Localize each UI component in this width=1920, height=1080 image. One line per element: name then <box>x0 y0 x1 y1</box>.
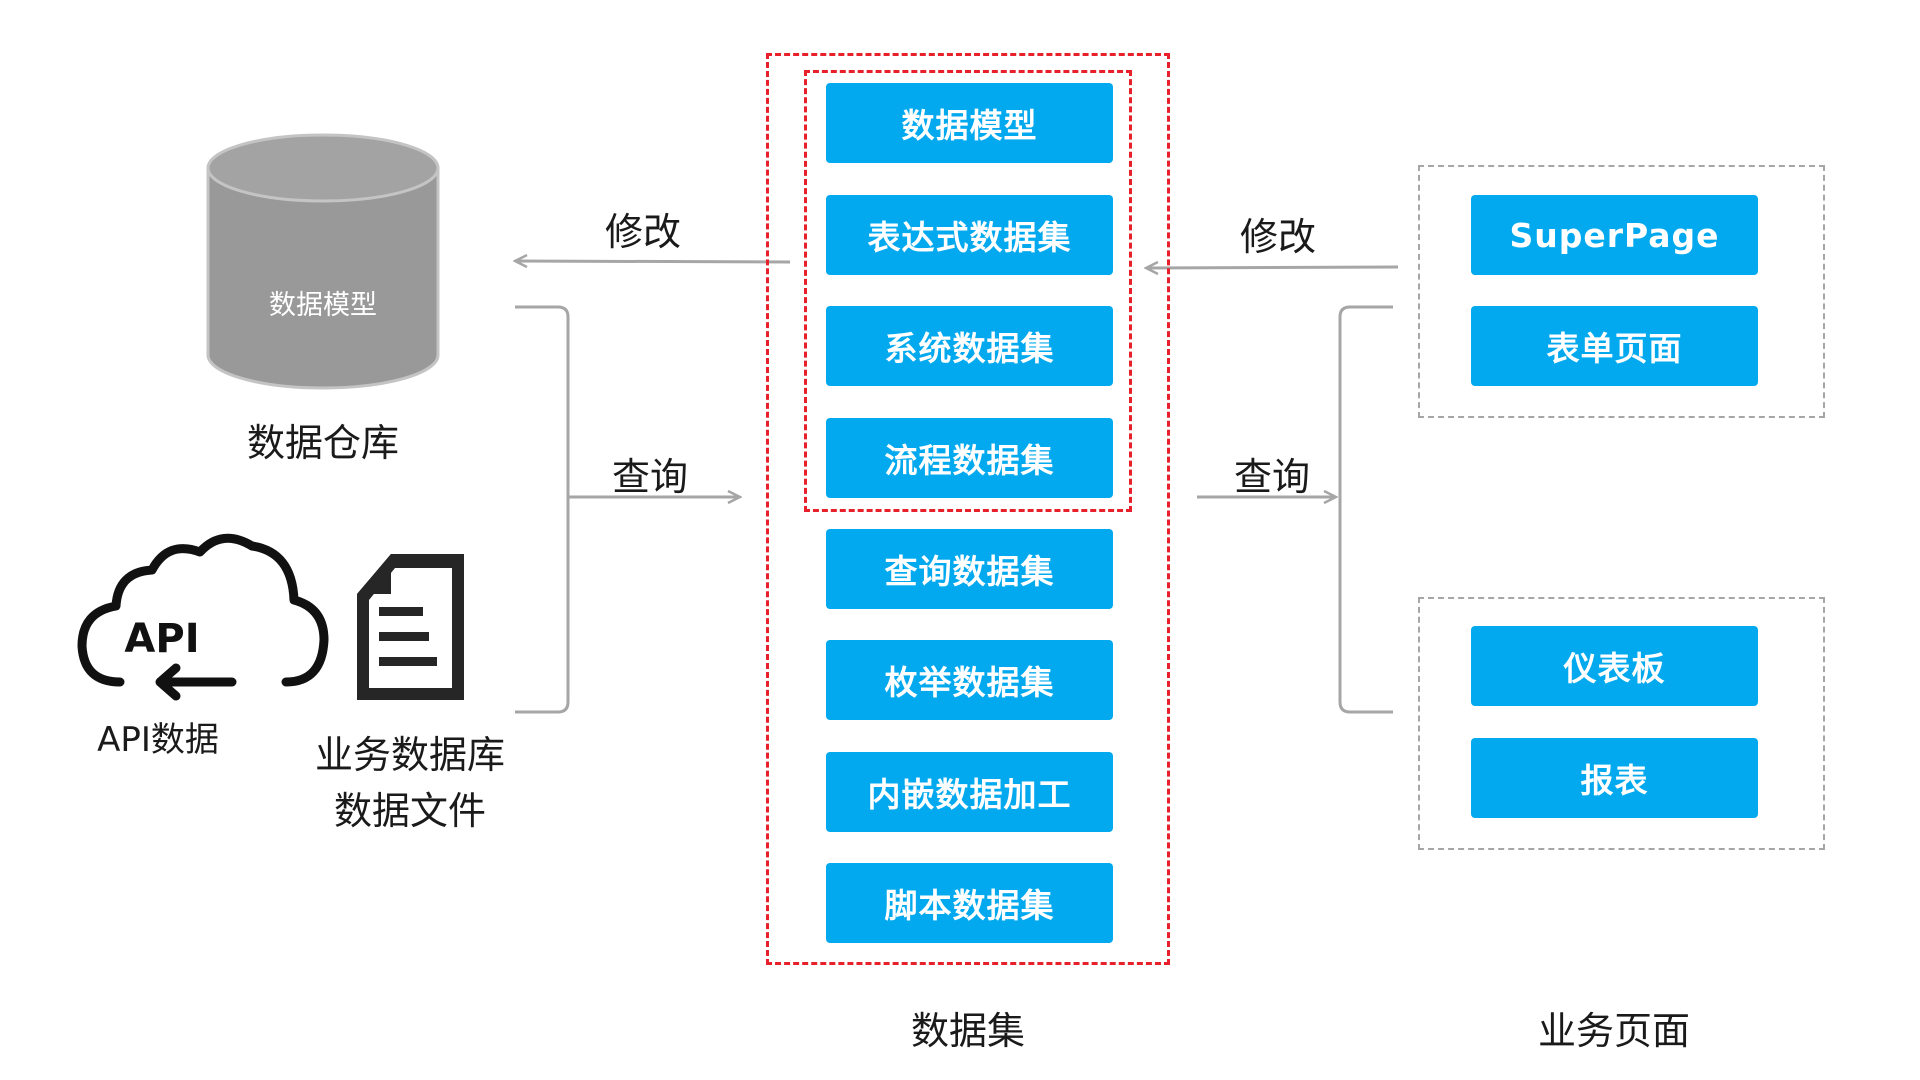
right-modify-arrow <box>1146 267 1399 268</box>
api-caption: API数据 <box>97 720 219 760</box>
dataset-data-model-button[interactable]: 数据模型 <box>826 83 1113 163</box>
dataset-expression-button[interactable]: 表达式数据集 <box>826 195 1113 275</box>
pages-top-frame <box>1418 165 1825 418</box>
dataset-process-button[interactable]: 流程数据集 <box>826 418 1113 498</box>
dataset-embedded-process-button[interactable]: 内嵌数据加工 <box>826 752 1113 832</box>
right-query-label: 查询 <box>1234 455 1311 499</box>
left-bracket <box>515 305 570 714</box>
page-dashboard-button[interactable]: 仪表板 <box>1471 626 1758 706</box>
pages-bottom-frame <box>1418 597 1825 850</box>
right-modify-label: 修改 <box>1240 215 1317 259</box>
left-modify-label: 修改 <box>605 210 682 254</box>
page-superpage-button[interactable]: SuperPage <box>1471 195 1758 275</box>
dataset-query-button[interactable]: 查询数据集 <box>826 529 1113 609</box>
dataset-enum-button[interactable]: 枚举数据集 <box>826 640 1113 720</box>
page-form-button[interactable]: 表单页面 <box>1471 306 1758 386</box>
left-modify-arrow <box>515 261 791 262</box>
cloud-api-text: API <box>124 616 199 662</box>
pages-caption: 业务页面 <box>1537 1009 1691 1053</box>
dataset-script-button[interactable]: 脚本数据集 <box>826 863 1113 943</box>
left-query-label: 查询 <box>612 455 689 499</box>
warehouse-caption: 数据仓库 <box>246 421 400 465</box>
document-icon <box>357 554 464 700</box>
database-cylinder-label: 数据模型 <box>269 290 377 321</box>
file-caption-line2: 数据文件 <box>333 789 487 833</box>
right-bracket <box>1338 305 1393 714</box>
cloud-api-icon <box>77 533 329 701</box>
dataset-inner-frame <box>804 70 1132 512</box>
file-caption-line1: 业务数据库 <box>314 733 506 777</box>
database-cylinder-icon <box>206 133 440 390</box>
dataset-outer-frame <box>766 53 1170 965</box>
page-report-button[interactable]: 报表 <box>1471 738 1758 818</box>
dataset-system-button[interactable]: 系统数据集 <box>826 306 1113 386</box>
datasets-caption: 数据集 <box>910 1009 1026 1053</box>
